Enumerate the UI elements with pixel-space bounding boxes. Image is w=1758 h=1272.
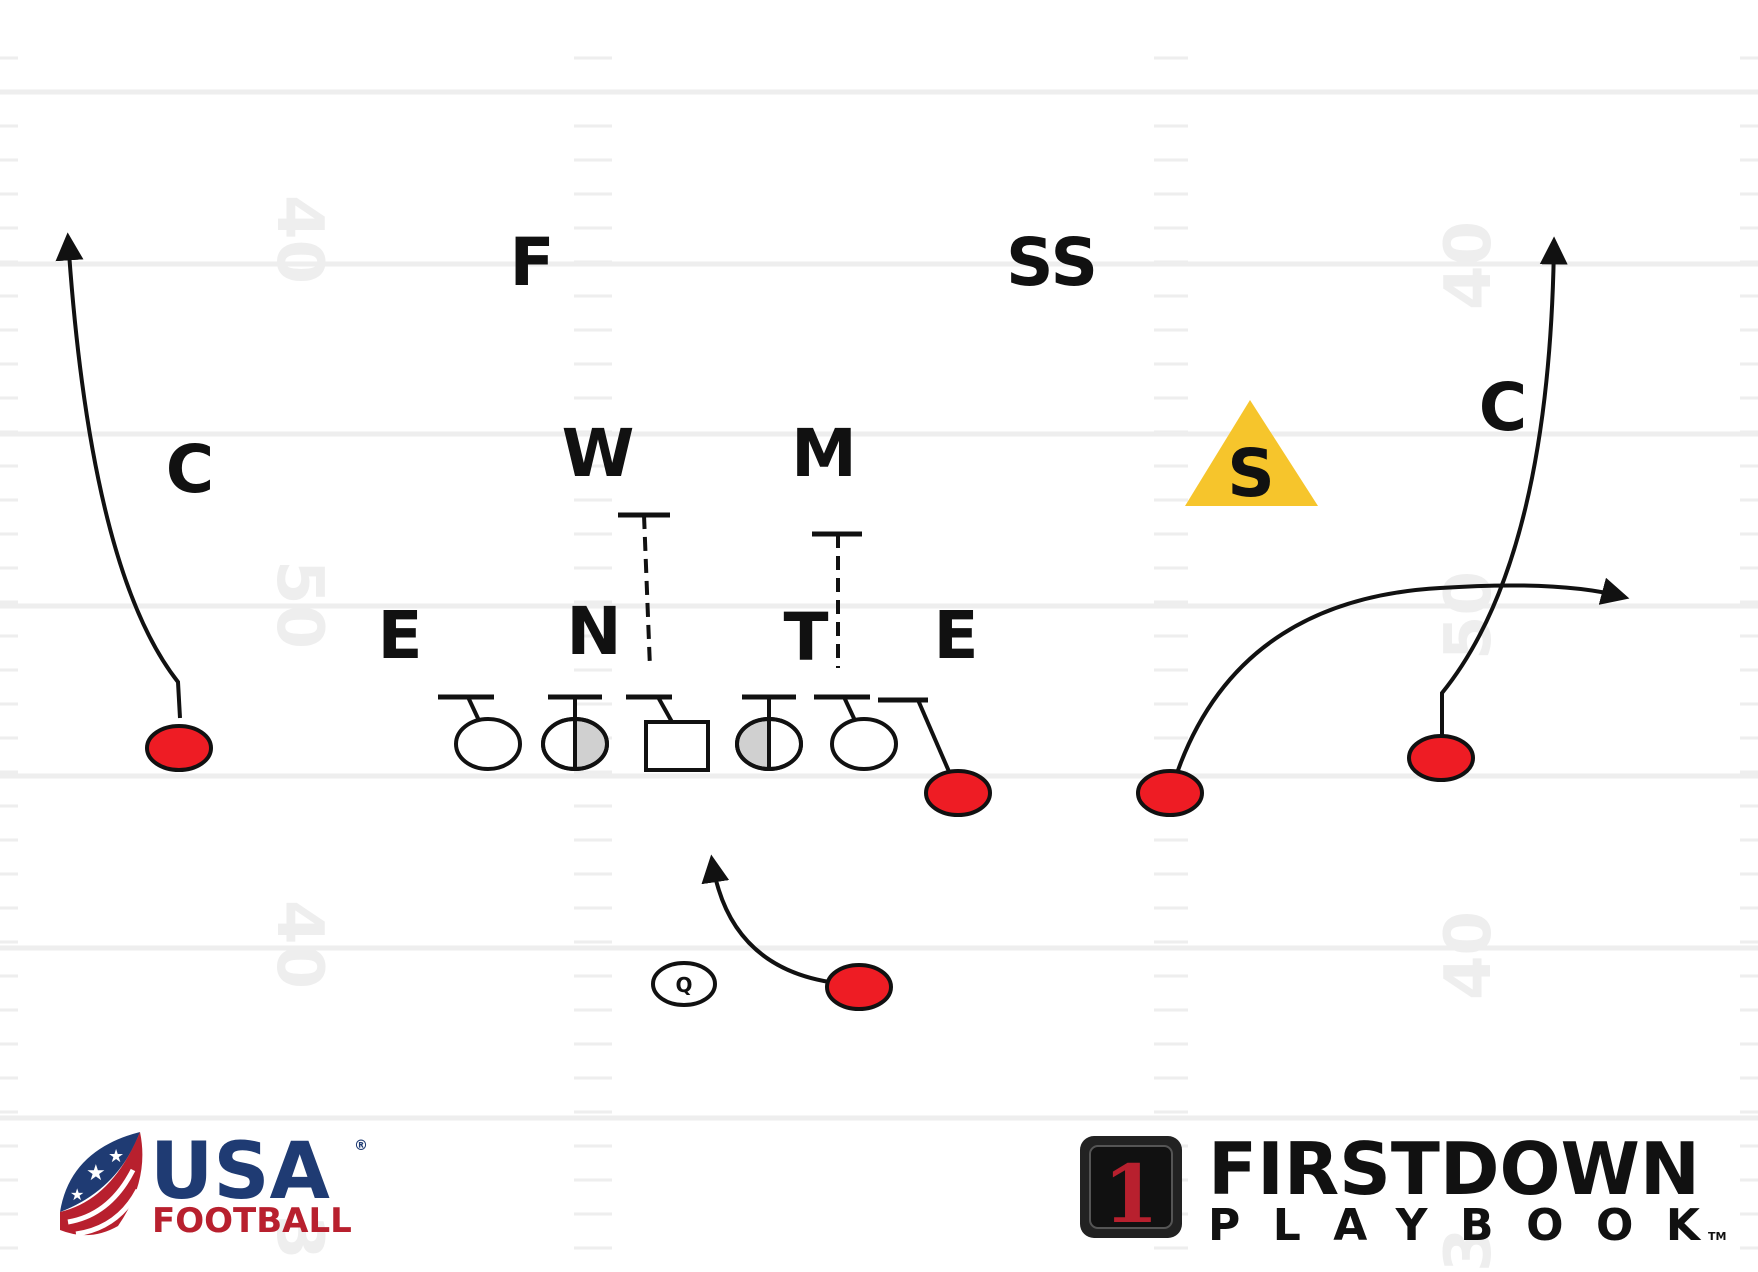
sam-highlight-triangle [1185,400,1318,506]
mike-linebacker-label: M [791,415,857,492]
firstdown-badge-number: 1 [1103,1147,1159,1241]
will-blitz-path [642,514,652,669]
running-back [825,963,893,1011]
slot-receiver [1136,769,1204,817]
svg-text:★: ★ [108,1146,124,1167]
right-end-label: E [933,597,978,674]
yard-number: 3 [262,1215,336,1260]
right-corner-label: C [1479,369,1527,446]
defense-labels: F SS C C W M E N T E S [166,224,1527,676]
firstdown-wordmark: FIRSTDOWN [1208,1127,1700,1211]
quarterback [651,961,717,1007]
running-back-route [701,854,861,987]
tight-end [924,769,992,817]
left-end-label: E [377,597,422,674]
playbook-trademark: TM [1708,1230,1726,1243]
hash-marks [0,56,1758,1250]
quarterback-label: Q [675,973,692,997]
skill-players [145,724,1475,1011]
left-corner-label: C [166,431,214,508]
tackle-label: T [783,599,828,676]
yard-number: 40 [262,195,336,284]
football-wordmark: FOOTBALL [152,1201,352,1241]
usa-football-ball-icon: ★ ★ ★ [60,1132,143,1237]
yard-number: 40 [262,900,336,989]
offensive-line [438,694,928,772]
free-safety-label: F [509,224,554,301]
left-receiver [145,724,213,772]
right-receiver [1407,734,1475,782]
firstdown-playbook-logo: 1 FIRSTDOWN PLAYBOOK TM [1080,1127,1726,1251]
sam-linebacker-label: S [1227,435,1275,512]
yard-lines [0,89,1758,1121]
block-mark [656,696,674,723]
yard-number: 40 [1432,221,1506,310]
left-guard [541,716,609,772]
right-receiver-route [1440,236,1568,760]
usa-registered-mark: ® [354,1138,368,1154]
right-tackle [830,717,898,771]
left-tackle [454,717,522,771]
svg-text:★: ★ [70,1185,84,1204]
nose-label: N [566,593,621,670]
right-guard [735,716,803,772]
will-linebacker-label: W [562,415,635,492]
center [644,720,710,772]
blitz-paths [618,512,862,669]
yard-number: 40 [1432,911,1506,1000]
yard-number: 50 [262,560,336,649]
strong-safety-label: SS [1006,224,1098,301]
yard-number: 3 [1432,1227,1506,1272]
usa-football-logo: ★ ★ ★ USA ® FOOTBALL [60,1127,368,1241]
usa-wordmark: USA [150,1127,330,1217]
left-receiver-route [55,232,182,719]
slot-receiver-route [1170,577,1630,789]
svg-text:★: ★ [86,1161,106,1186]
